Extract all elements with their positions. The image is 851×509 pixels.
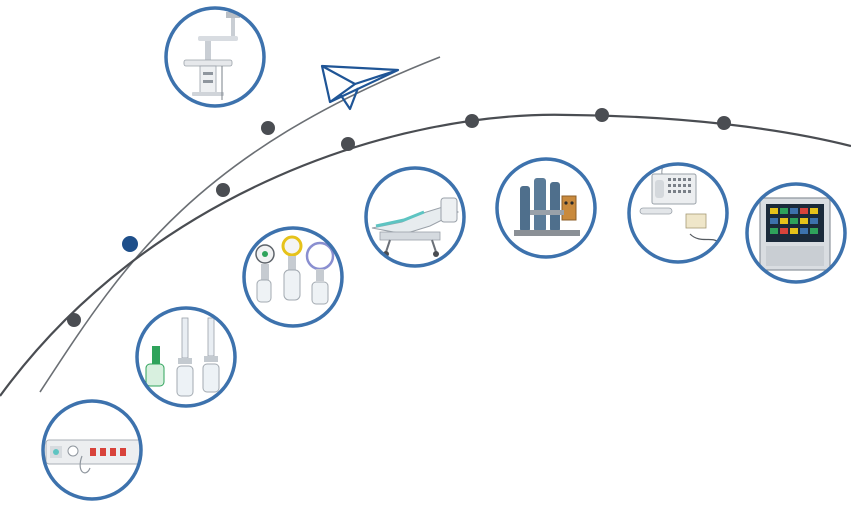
lower-timeline-curve <box>0 113 851 397</box>
bed-head-panel-icon[interactable] <box>41 399 143 501</box>
nurse-call-system-icon[interactable] <box>627 152 729 264</box>
hospital-bed-icon[interactable] <box>364 166 466 268</box>
timeline-node[interactable] <box>216 183 230 197</box>
timeline-node[interactable] <box>717 116 731 130</box>
flowmeter-icon[interactable] <box>135 306 237 408</box>
suction-regulator-icon[interactable] <box>242 226 344 328</box>
timeline-node[interactable] <box>465 114 479 128</box>
upper-timeline-curve <box>39 56 441 393</box>
ceiling-pendant-icon[interactable] <box>164 6 266 108</box>
oxygen-generator-icon[interactable] <box>495 157 597 259</box>
timeline-node-active[interactable] <box>122 236 138 252</box>
timeline-node[interactable] <box>595 108 609 122</box>
medical-control-panel-icon[interactable] <box>745 182 847 284</box>
timeline-node[interactable] <box>67 313 81 327</box>
paper-plane-icon <box>320 64 400 111</box>
timeline-node[interactable] <box>261 121 275 135</box>
timeline-node[interactable] <box>341 137 355 151</box>
